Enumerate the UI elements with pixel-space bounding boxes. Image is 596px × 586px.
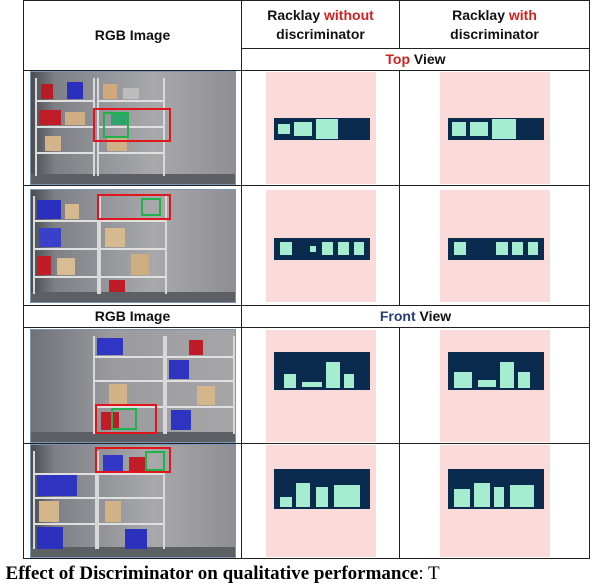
header-without-prefix: Racklay	[267, 6, 325, 23]
header-without-suffix: discriminator	[276, 25, 365, 42]
top-view-label: Top View	[241, 48, 590, 71]
rgb-image	[29, 328, 236, 443]
front-view-highlight: Front	[379, 308, 416, 324]
header-row: RGB Image Racklay without discriminator …	[23, 0, 590, 71]
front-view-label-row: RGB Image Front View	[23, 305, 590, 328]
figure-caption: 4: Effect of Discriminator on qualitativ…	[0, 562, 596, 586]
layout-without-top-2	[265, 189, 376, 302]
header-with-discriminator: Racklay with discriminator	[399, 0, 590, 49]
header-with-highlight: with	[508, 6, 537, 23]
layout-with-top-1	[439, 72, 550, 184]
layout-without-cell	[241, 185, 400, 306]
top-view-rest: View	[410, 51, 446, 67]
rgb-image	[29, 444, 236, 558]
table-row	[23, 185, 590, 306]
table-row	[23, 70, 590, 186]
table-row	[23, 443, 590, 559]
header-with-suffix: discriminator	[450, 25, 539, 42]
layout-without-front-2	[265, 445, 376, 557]
layout-without-cell	[241, 327, 400, 444]
front-rgb-label: RGB Image	[23, 305, 242, 328]
rgb-cell	[23, 70, 242, 186]
header-rgb-label: RGB Image	[94, 27, 171, 43]
layout-with-front-1	[439, 329, 550, 442]
caption-bold: Effect of Discriminator on qualitative p…	[5, 563, 419, 584]
comparison-table: RGB Image Racklay without discriminator …	[23, 0, 590, 559]
rgb-image	[29, 71, 236, 185]
front-view-label: Front View	[241, 305, 590, 328]
layout-without-cell	[241, 443, 400, 559]
rgb-cell	[23, 443, 242, 559]
header-rgb-image: RGB Image	[23, 0, 242, 71]
rgb-cell	[23, 185, 242, 306]
layout-with-cell	[399, 327, 590, 444]
front-rgb-text: RGB Image	[94, 308, 171, 324]
top-view-highlight: Top	[385, 51, 411, 67]
header-without-discriminator: Racklay without discriminator	[241, 0, 400, 49]
table-row	[23, 327, 590, 444]
layout-without-cell	[241, 70, 400, 186]
header-with-prefix: Racklay	[452, 6, 509, 23]
layout-without-top-1	[265, 72, 376, 184]
rgb-image	[29, 188, 236, 303]
caption-prefix: 4:	[0, 563, 6, 584]
layout-with-cell	[399, 443, 590, 559]
caption-suffix: : T	[418, 563, 440, 584]
rgb-cell	[23, 327, 242, 444]
layout-with-front-2	[439, 445, 550, 557]
header-without-highlight: without	[324, 6, 374, 23]
layout-without-front-1	[265, 329, 376, 442]
layout-with-cell	[399, 185, 590, 306]
layout-with-top-2	[439, 189, 550, 302]
layout-with-cell	[399, 70, 590, 186]
front-view-rest: View	[415, 308, 452, 324]
